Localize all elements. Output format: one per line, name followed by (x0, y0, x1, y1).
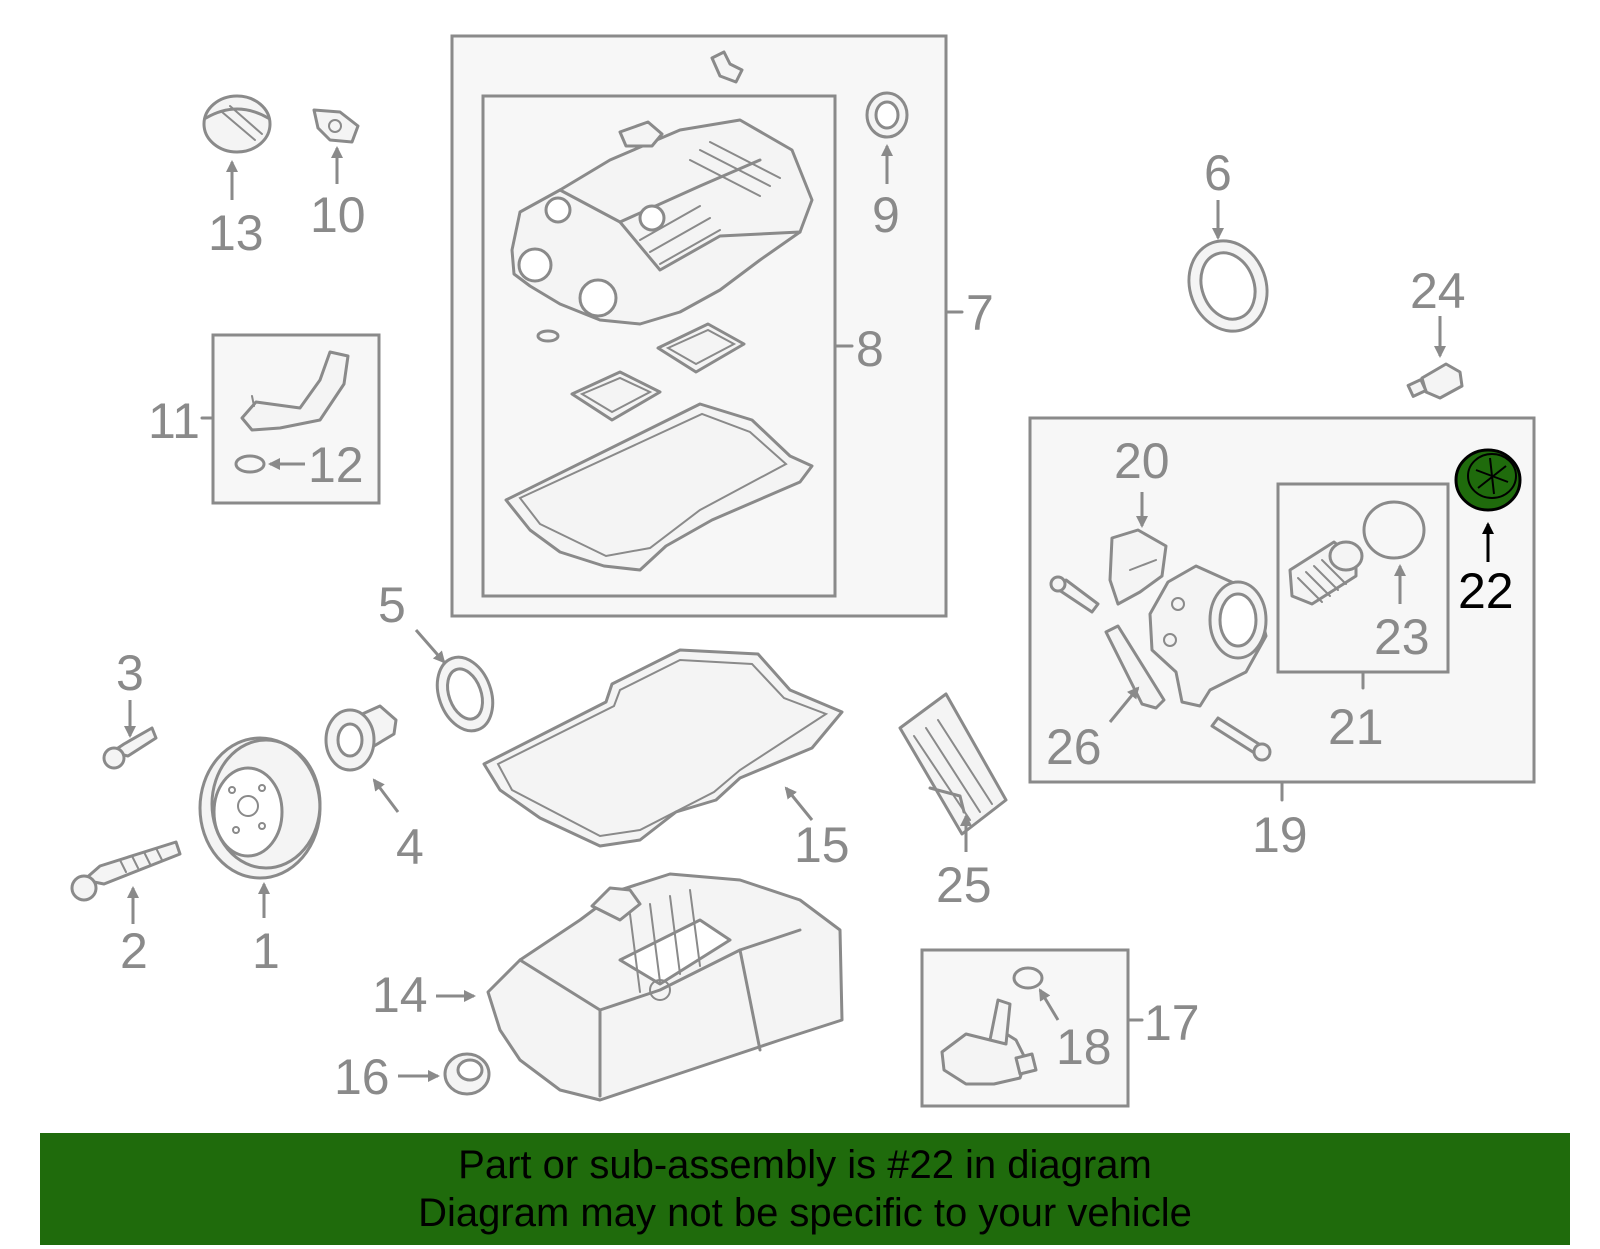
part-13-oil-cap[interactable] (202, 94, 272, 154)
callout-21[interactable]: 21 (1328, 699, 1384, 755)
callout-23[interactable]: 23 (1374, 609, 1430, 665)
callout-12[interactable]: 12 (308, 437, 364, 493)
callout-15[interactable]: 15 (794, 817, 850, 873)
leader-lines (124, 144, 1494, 1082)
part-19-filter-housing[interactable] (1148, 564, 1268, 708)
callout-17[interactable]: 17 (1144, 995, 1200, 1051)
callout-14[interactable]: 14 (372, 967, 428, 1023)
part-16-drain-plug[interactable] (443, 1052, 491, 1096)
part-21-filter-element[interactable] (1288, 540, 1364, 606)
callout-3[interactable]: 3 (116, 645, 144, 701)
part-11-hose[interactable] (240, 350, 350, 432)
bracket-icon (710, 50, 744, 84)
bolt-bottom[interactable] (1210, 716, 1272, 762)
part-23-oring[interactable] (1362, 500, 1426, 560)
callout-7[interactable]: 7 (966, 285, 994, 341)
callout-10[interactable]: 10 (310, 187, 366, 243)
callout-11[interactable]: 11 (148, 393, 200, 449)
callout-8[interactable]: 8 (856, 321, 884, 377)
callout-9[interactable]: 9 (872, 187, 900, 243)
callout-24[interactable]: 24 (1410, 263, 1466, 319)
callout-26[interactable]: 26 (1046, 719, 1102, 775)
group-box-17 (920, 948, 1130, 1108)
part-18-oring[interactable] (1012, 966, 1044, 990)
bolt-left[interactable] (1049, 575, 1100, 614)
callout-22[interactable]: 22 (1458, 563, 1514, 619)
part-20-bracket[interactable] (1108, 528, 1168, 606)
callout-25[interactable]: 25 (936, 857, 992, 913)
banner-line-2: Diagram may not be specific to your vehi… (418, 1191, 1192, 1235)
part-14-oil-pan[interactable] (486, 872, 844, 1102)
callout-2[interactable]: 2 (120, 923, 148, 979)
part-9-seal[interactable] (865, 91, 909, 139)
part-22-filter-cap-highlighted[interactable] (1454, 448, 1522, 512)
callout-4[interactable]: 4 (396, 819, 424, 875)
part-8-valve-cover[interactable] (504, 118, 814, 572)
callout-13[interactable]: 13 (208, 205, 264, 261)
callout-19[interactable]: 19 (1252, 807, 1308, 863)
part-15-pan-gasket[interactable] (482, 648, 844, 848)
part-6-seal[interactable] (1177, 230, 1280, 342)
part-10-gasket[interactable] (312, 108, 360, 144)
part-3-bolt[interactable] (102, 726, 158, 770)
callout-1[interactable]: 1 (252, 923, 280, 979)
callout-5[interactable]: 5 (378, 577, 406, 633)
callout-18[interactable]: 18 (1056, 1019, 1112, 1075)
part-17-oil-level-sensor[interactable] (940, 998, 1038, 1086)
callout-16[interactable]: 16 (334, 1049, 390, 1105)
part-5-seal[interactable] (428, 649, 503, 738)
part-1-pulley[interactable] (198, 736, 322, 880)
banner-line-1: Part or sub-assembly is #22 in diagram (458, 1143, 1152, 1187)
info-banner: Part or sub-assembly is #22 in diagram D… (40, 1133, 1570, 1245)
callout-6[interactable]: 6 (1204, 145, 1232, 201)
callout-20[interactable]: 20 (1114, 433, 1170, 489)
part-4-hub[interactable] (324, 704, 398, 772)
part-24-sensor[interactable] (1406, 362, 1464, 400)
part-25-oil-cooler[interactable] (898, 692, 1008, 836)
part-12-oring[interactable] (234, 454, 266, 474)
part-2-bolt[interactable] (70, 840, 182, 902)
